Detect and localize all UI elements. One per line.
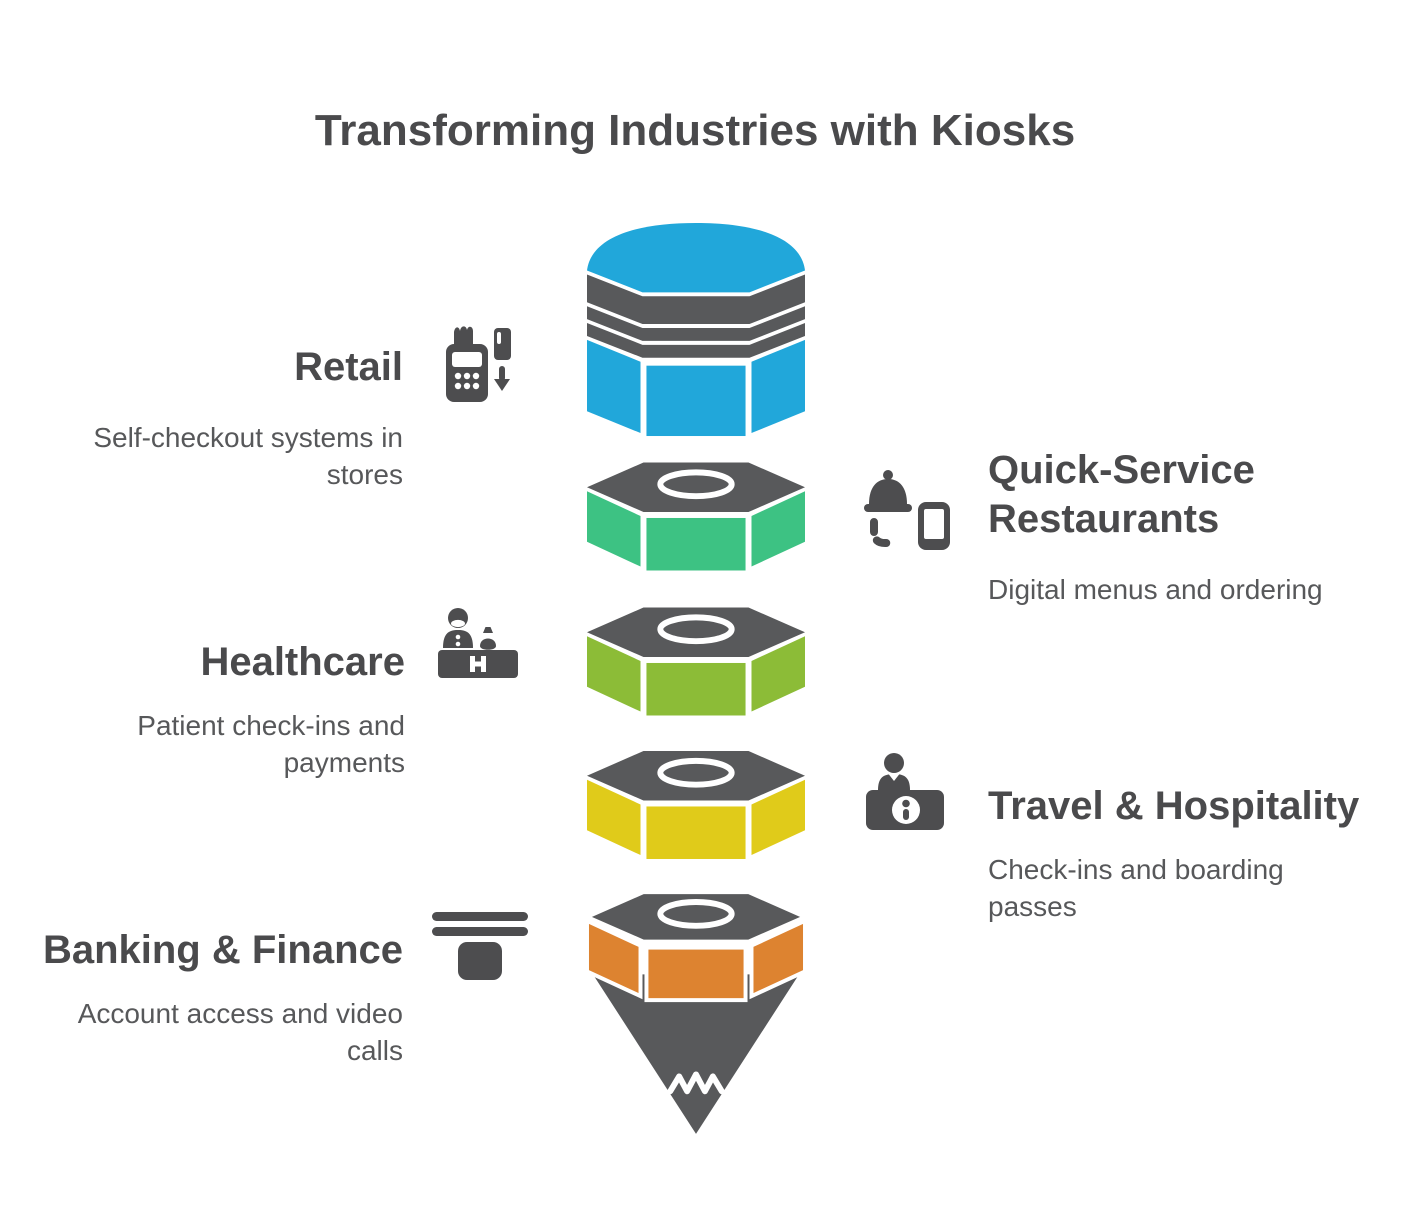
industry-desc-banking: Account access and video calls [77, 998, 403, 1066]
inserted-card [458, 942, 502, 980]
cloche-dome [869, 479, 907, 504]
hex-left-face [587, 491, 641, 567]
card-slot-icon [432, 912, 528, 980]
cap-band [587, 323, 805, 358]
receptionist-desk-icon [438, 608, 518, 678]
hex-top-face [587, 607, 805, 658]
cap-right-face [751, 339, 805, 434]
person-face [451, 619, 465, 628]
hex-left-face [587, 918, 643, 1000]
industry-heading-travel: Travel & Hospitality [988, 784, 1360, 828]
dashed-connector [870, 518, 897, 547]
hex-top-face [587, 890, 805, 944]
hex-top-face [587, 750, 805, 801]
arrow-head [494, 379, 510, 391]
cap-left-face [587, 339, 641, 434]
industry-heading-healthcare: Healthcare [200, 640, 405, 684]
hex-front-face [646, 517, 746, 571]
hex-top-face [587, 462, 805, 513]
payment-terminal-card-icon [446, 326, 511, 402]
funnel-layer-banking-and-tip [587, 890, 805, 1134]
cap-band [587, 274, 805, 325]
industry-desc-travel: Check-ins and boarding passes [988, 854, 1284, 922]
card-stripe [497, 332, 501, 344]
phone-screen [924, 509, 944, 539]
person-head [884, 753, 904, 773]
hex-front-face [646, 662, 746, 716]
industry-heading-banking: Banking & Finance [42, 928, 403, 972]
hex-ring [657, 757, 735, 788]
person-body [878, 774, 910, 790]
industry-desc-healthcare: Patient check-ins and payments [137, 710, 405, 778]
industry-desc-quick-service: Digital menus and ordering [988, 574, 1323, 605]
cap-dome [587, 222, 805, 293]
hex-front-face [646, 806, 746, 859]
hex-right-face [749, 918, 805, 1000]
hex-right-face [751, 636, 805, 712]
hex-front-face [644, 945, 748, 1003]
funnel-layer-healthcare [587, 607, 805, 716]
cloche-phone-icon [864, 470, 950, 550]
funnel-cap-retail [587, 222, 805, 437]
info-dot [902, 799, 910, 808]
hospital-h-glyph [470, 661, 486, 667]
page-title: Transforming Industries with Kiosks [314, 106, 1076, 155]
bag-body [480, 638, 496, 650]
funnel-layer-quick-service [587, 462, 805, 571]
hex-ring [657, 899, 735, 929]
industry-heading-retail: Retail [294, 345, 403, 389]
hex-left-face [587, 636, 641, 712]
receipt-shape [454, 326, 473, 346]
hex-right-face [751, 491, 805, 567]
hex-ring [657, 614, 735, 645]
collar-notch [888, 774, 900, 781]
hex-left-face [587, 779, 641, 856]
slot-bar-bottom [432, 927, 528, 936]
hex-ring [657, 469, 735, 500]
card-shape [494, 328, 511, 360]
hex-right-face [751, 779, 805, 856]
information-desk-icon [866, 753, 944, 830]
info-bar [903, 809, 909, 820]
cap-band [587, 306, 805, 341]
cloche-knob [883, 470, 893, 480]
tip-zigzag-notch [667, 1071, 725, 1095]
funnel-tip-cone [592, 974, 800, 1134]
cap-front-face [646, 365, 746, 437]
slot-bar-top [432, 912, 528, 921]
terminal-screen [452, 352, 482, 367]
cloche-base [864, 504, 912, 512]
bag-knot [483, 627, 493, 633]
industry-desc-retail: Self-checkout systems in stores [93, 422, 403, 490]
industry-heading-quick-service: Quick-Service Restaurants [988, 448, 1255, 541]
funnel-layer-travel [587, 750, 805, 859]
arrow-shaft [499, 366, 505, 381]
